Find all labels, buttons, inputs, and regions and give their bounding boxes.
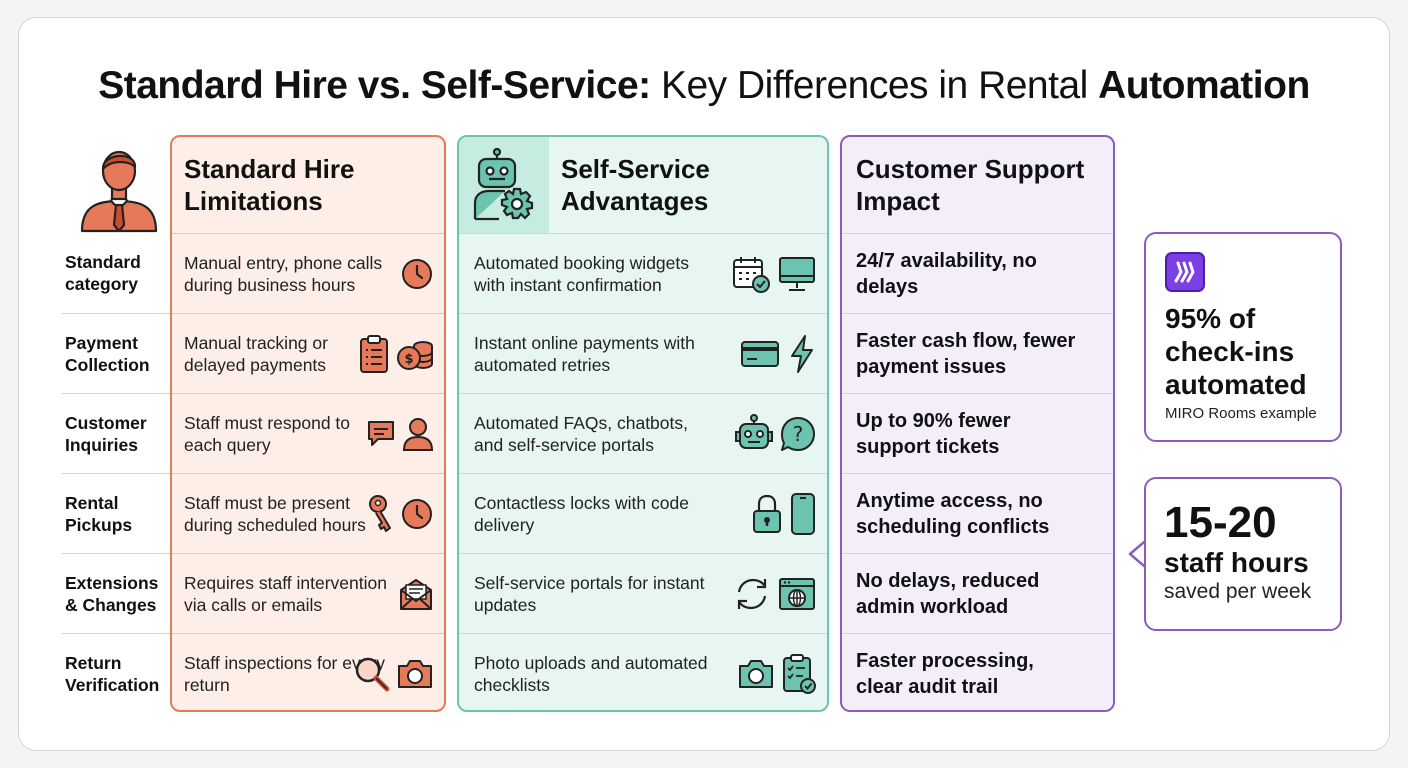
table-row: Manual entry, phone calls during busines… [172,233,444,313]
key-icon [369,494,391,532]
hours-number: 15-20 [1164,498,1277,547]
table-row: Photo uploads and automated checklists [459,633,827,710]
cell-text: Self-service portals for instant updates [474,572,705,615]
padlock-icon [753,494,781,533]
smartphone-icon [791,492,815,535]
user-icon [402,417,434,451]
clipboard-list-icon [360,334,388,373]
table-row: Staff inspections for every return [172,633,444,710]
coins-icon: $ [397,340,433,370]
robot-icon [735,413,773,449]
column-header: Self-Service Advantages [459,137,827,233]
checkins-headline: 95% of check-ins automated [1165,303,1307,400]
camera-icon [739,659,773,688]
column-heading: Customer Support Impact [856,154,1085,216]
calendar-check-icon [733,256,770,293]
table-row: Faster cash flow, fewer payment issues [842,313,1113,393]
cell-text: Photo uploads and automated checklists [474,652,708,695]
web-portal-icon [779,577,815,610]
title-part-2: Key Differences in Rental [650,64,1099,107]
row-label: Customer Inquiries [62,393,170,473]
credit-card-icon [741,340,779,367]
table-row: Contactless locks with code delivery [459,473,827,553]
row-label: Extensions & Changes [62,553,170,633]
robot-gear-icon [459,137,549,233]
camera-icon [398,659,432,688]
table-row: Automated FAQs, chatbots, and self-servi… [459,393,827,473]
table-row: Instant online payments with automated r… [459,313,827,393]
refresh-icon [737,578,767,609]
table-row: Manual tracking or delayed payments $ [172,313,444,393]
chat-bubble-icon [368,420,394,446]
cell-text: Manual tracking or delayed payments [184,332,328,375]
cell-text: Requires staff intervention via calls or… [184,572,387,615]
self-service-column: Self-Service Advantages Automated bookin… [457,135,829,712]
cell-text: Faster processing, clear audit trail [856,649,1034,698]
cell-text: Instant online payments with automated r… [474,332,695,375]
cell-text: Staff inspections for every return [184,652,386,695]
column-heading: Standard Hire Limitations [184,154,355,216]
customer-support-impact-column: Customer Support Impact 24/7 availabilit… [840,135,1115,712]
table-row: Faster processing, clear audit trail [842,633,1113,710]
table-row: 24/7 availability, no delays [842,233,1113,313]
row-label: Rental Pickups [62,473,170,553]
cell-text: Staff must respond to each query [184,412,351,455]
table-row: Requires staff intervention via calls or… [172,553,444,633]
clock-icon [402,258,432,289]
cell-text: Manual entry, phone calls during busines… [184,252,383,295]
cell-text: Anytime access, no scheduling conflicts [856,489,1050,538]
magnifier-icon [355,657,390,691]
miro-logo-icon [1165,252,1205,292]
title-part-3: Automation [1098,64,1310,107]
cell-text: No delays, reduced admin workload [856,569,1040,618]
svg-text:$: $ [404,352,413,367]
cell-text: Up to 90% fewer support tickets [856,409,1011,458]
table-row: No delays, reduced admin workload [842,553,1113,633]
table-row: Self-service portals for instant updates [459,553,827,633]
cell-text: Faster cash flow, fewer payment issues [856,329,1076,378]
table-row: Automated booking widgets with instant c… [459,233,827,313]
cell-text: Contactless locks with code delivery [474,492,689,535]
person-icon [80,150,158,233]
hours-unit: staff hours [1164,547,1309,578]
title-part-1: Standard Hire vs. Self-Service: [98,64,651,107]
cell-text: Staff must be present during scheduled h… [184,492,366,535]
checkins-stat-callout: 95% of check-ins automated MIRO Rooms ex… [1144,232,1342,442]
envelope-icon [400,578,432,610]
row-label: Standard category [65,252,141,294]
clock-icon [402,498,432,529]
cell-text: Automated FAQs, chatbots, and self-servi… [474,412,688,455]
table-row: Staff must respond to each query [172,393,444,473]
callout-pointer [1128,539,1148,569]
standard-hire-column: Standard Hire Limitations Manual entry, … [170,135,446,712]
monitor-icon [779,256,815,291]
svg-text:?: ? [793,422,804,446]
staff-hours-stat-callout: 15-20 staff hours saved per week [1144,477,1342,631]
table-row: Up to 90% fewer support tickets [842,393,1113,473]
row-labels: Standard category Payment Collection Cus… [62,233,170,713]
lightning-icon [791,334,813,373]
cell-text: Automated booking widgets with instant c… [474,252,689,295]
table-row: Staff must be present during scheduled h… [172,473,444,553]
question-icon: ? [781,416,815,451]
page-title: Standard Hire vs. Self-Service: Key Diff… [0,64,1408,108]
checklist-icon [783,653,816,694]
row-label: Return Verification [62,633,170,713]
cell-text: 24/7 availability, no delays [856,249,1037,298]
column-heading: Self-Service Advantages [561,154,710,216]
row-label: Payment Collection [62,313,170,393]
table-row: Anytime access, no scheduling conflicts [842,473,1113,553]
hours-caption: saved per week [1164,580,1312,603]
checkins-caption: MIRO Rooms example [1165,405,1317,422]
